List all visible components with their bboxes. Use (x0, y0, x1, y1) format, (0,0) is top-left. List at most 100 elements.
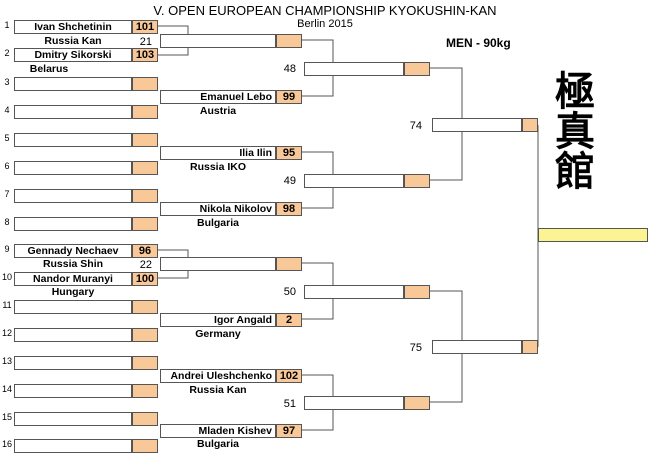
competitor-name[interactable]: Igor Angald (160, 313, 276, 327)
competitor-club: Bulgaria (196, 217, 239, 229)
position-number: 11 (2, 300, 12, 310)
position-number: 16 (1, 439, 12, 449)
position-number: 1 (4, 20, 10, 30)
competitor-name[interactable]: Gennady Nechaev (14, 244, 132, 258)
competitor-club: Russia Kan (44, 35, 102, 47)
competitor-name[interactable]: Nandor Muranyi (14, 272, 132, 286)
winner-slot[interactable] (304, 285, 404, 299)
fight-number: 74 (409, 120, 422, 132)
competitor-name-empty[interactable] (14, 133, 132, 147)
connector-75b (430, 347, 463, 403)
competitor-name-empty[interactable] (14, 356, 132, 370)
connector-74b (430, 125, 463, 181)
competitor-seed-empty (132, 189, 158, 203)
fight-number: 75 (409, 342, 422, 354)
position-number: 2 (4, 48, 10, 58)
competitor-seed: 98 (276, 202, 302, 216)
competitor-name-empty[interactable] (14, 217, 132, 231)
winner-seed-slot (404, 396, 430, 410)
competitor-seed: 103 (132, 48, 158, 62)
competitor-seed: 99 (276, 90, 302, 104)
position-number: 4 (4, 105, 10, 115)
position-number: 10 (1, 272, 12, 282)
page-subtitle: Berlin 2015 (297, 18, 353, 30)
fight-number: 22 (139, 259, 152, 271)
competitor-name-empty[interactable] (14, 189, 132, 203)
winner-slot[interactable] (160, 257, 276, 271)
champion-slot[interactable] (538, 228, 648, 242)
competitor-name[interactable]: Nikola Nikolov (160, 202, 276, 216)
competitor-seed-empty (132, 217, 158, 231)
competitor-seed-empty (132, 133, 158, 147)
connector-48b (302, 68, 334, 97)
winner-seed-slot (404, 62, 430, 76)
position-number: 3 (4, 77, 10, 87)
winner-seed-slot (276, 257, 302, 271)
competitor-name[interactable]: Ivan Shchetinin (14, 20, 132, 34)
competitor-seed: 96 (132, 244, 158, 258)
competitor-seed-empty (132, 412, 158, 426)
winner-seed-slot (404, 174, 430, 188)
competitor-seed (132, 77, 158, 91)
competitor-seed: 102 (276, 369, 302, 383)
competitor-club: Russia Kan (189, 384, 247, 396)
winner-slot[interactable] (304, 62, 404, 76)
position-number: 14 (1, 384, 12, 394)
competitor-name[interactable]: Ilia Ilin (160, 146, 276, 160)
competitor-name-empty[interactable] (14, 328, 132, 342)
position-number: 13 (1, 356, 12, 366)
semifinal-winner-slot[interactable] (432, 118, 522, 132)
position-number: 6 (4, 161, 10, 171)
competitor-seed: 100 (132, 272, 158, 286)
competitor-club: Belarus (29, 63, 69, 75)
fight-number: 49 (283, 175, 296, 187)
competitor-seed-empty (132, 300, 158, 314)
competitor-seed: 2 (276, 313, 302, 327)
winner-seed-slot (404, 285, 430, 299)
competitor-club: Hungary (51, 286, 95, 298)
winner-slot[interactable] (160, 34, 276, 48)
competitor-seed-empty (132, 105, 158, 119)
competitor-seed: 101 (132, 20, 158, 34)
fight-number: 50 (283, 286, 296, 298)
competitor-club: Germany (195, 328, 241, 340)
competitor-club: Austria (199, 105, 237, 117)
competitor-seed-empty (132, 356, 158, 370)
winner-slot[interactable] (304, 174, 404, 188)
competitor-name-empty[interactable] (14, 439, 132, 453)
competitor-name[interactable]: Andrei Uleshchenko (160, 369, 276, 383)
kyokushin-kan-logo: 極真館 (548, 70, 595, 190)
competitor-club: Russia IKO (189, 161, 247, 173)
competitor-name-empty[interactable] (14, 161, 132, 175)
competitor-name[interactable]: Mladen Kishev (160, 424, 276, 438)
position-number: 7 (4, 189, 10, 199)
winner-slot[interactable] (304, 396, 404, 410)
competitor-seed-empty (132, 384, 158, 398)
connector-75 (430, 290, 522, 348)
competitor-name-empty[interactable] (14, 412, 132, 426)
position-number: 5 (4, 133, 10, 143)
category-label: MEN - 90kg (446, 36, 511, 50)
competitor-club: Bulgaria (196, 438, 239, 450)
fight-number: 51 (283, 398, 296, 410)
fight-number: 48 (283, 63, 296, 75)
competitor-name[interactable]: Emanuel Lebo (160, 90, 276, 104)
semifinal-seed-slot (522, 340, 538, 354)
page-title: V. OPEN EUROPEAN CHAMPIONSHIP KYOKUSHIN-… (153, 3, 497, 18)
competitor-club: Russia Shin (42, 258, 104, 270)
semifinal-winner-slot[interactable] (432, 340, 522, 354)
competitor-name-empty[interactable] (14, 105, 132, 119)
fight-number: 21 (139, 36, 152, 48)
competitor-seed-empty (132, 328, 158, 342)
competitor-name[interactable] (14, 77, 132, 91)
competitor-name-empty[interactable] (14, 300, 132, 314)
position-number: 15 (1, 412, 12, 422)
competitor-name-empty[interactable] (14, 384, 132, 398)
position-number: 12 (1, 328, 12, 338)
competitor-seed: 97 (276, 424, 302, 438)
competitor-name[interactable]: Dmitry Sikorski (14, 48, 132, 62)
position-number: 8 (4, 217, 10, 227)
semifinal-seed-slot (522, 118, 538, 132)
winner-seed-slot (276, 34, 302, 48)
